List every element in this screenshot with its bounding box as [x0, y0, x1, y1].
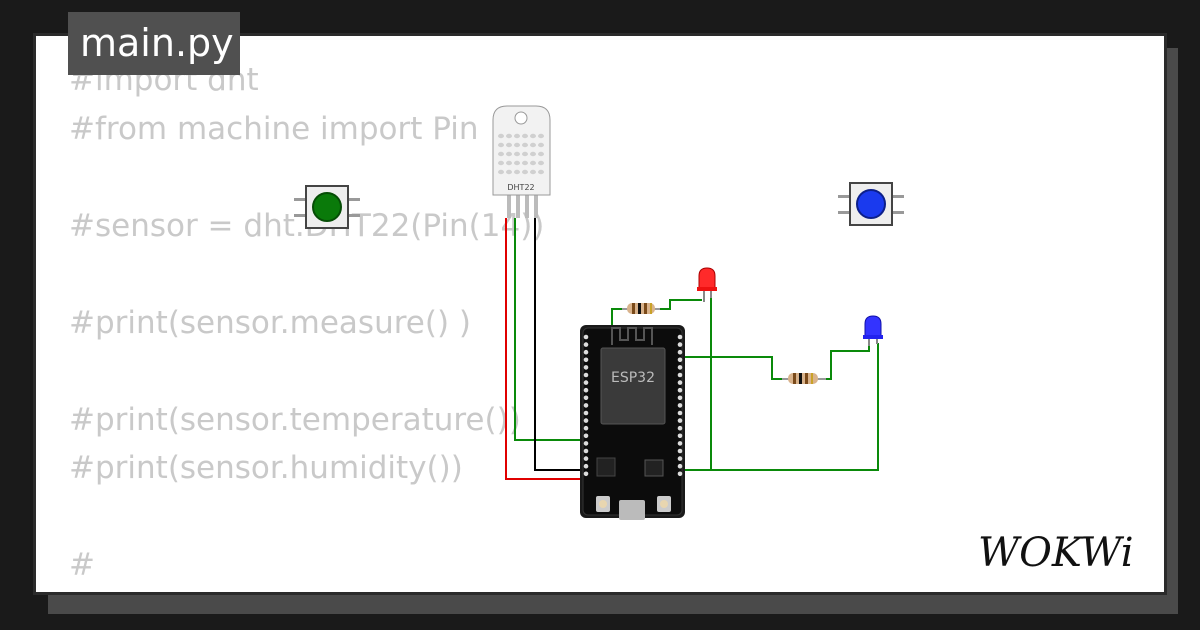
wire-blue-led	[823, 343, 870, 380]
led-red[interactable]	[697, 267, 717, 302]
file-title: main.py	[68, 12, 240, 75]
wire-dht-green	[514, 218, 586, 441]
resistor-1[interactable]	[622, 303, 660, 314]
dht22-label: DHT22	[507, 183, 534, 192]
resistor-2[interactable]	[782, 373, 826, 384]
project-card: #import dht#from machine import Pin#sens…	[33, 33, 1167, 595]
code-line: #print(sensor.measure() )	[69, 304, 471, 341]
push-button-blue[interactable]	[838, 182, 904, 226]
esp32-board[interactable]: ESP32	[580, 325, 685, 520]
esp32-label: ESP32	[611, 370, 655, 386]
wires	[505, 218, 879, 480]
code-line: #sensor = dht.DHT22(Pin(14))	[69, 207, 545, 244]
push-button-green[interactable]	[294, 185, 360, 229]
code-line: #print(sensor.humidity())	[69, 450, 463, 486]
wire-blue-res	[680, 356, 785, 380]
wokwi-logo-text: WOKWi	[978, 530, 1134, 576]
wire-blue-led-cathode	[711, 343, 879, 471]
wire-red-led-2	[657, 299, 702, 310]
led-blue[interactable]	[863, 315, 883, 346]
wire-dht-black	[534, 218, 586, 471]
wokwi-logo: WOKWi	[978, 530, 1134, 576]
code-line: #from machine import Pin	[69, 110, 479, 147]
dht22-sensor[interactable]: DHT22	[492, 105, 551, 218]
code-line: #print(sensor.temperature())	[69, 401, 521, 438]
code-line: #	[69, 547, 95, 583]
code-preview: #import dht#from machine import Pin#sens…	[69, 56, 544, 590]
